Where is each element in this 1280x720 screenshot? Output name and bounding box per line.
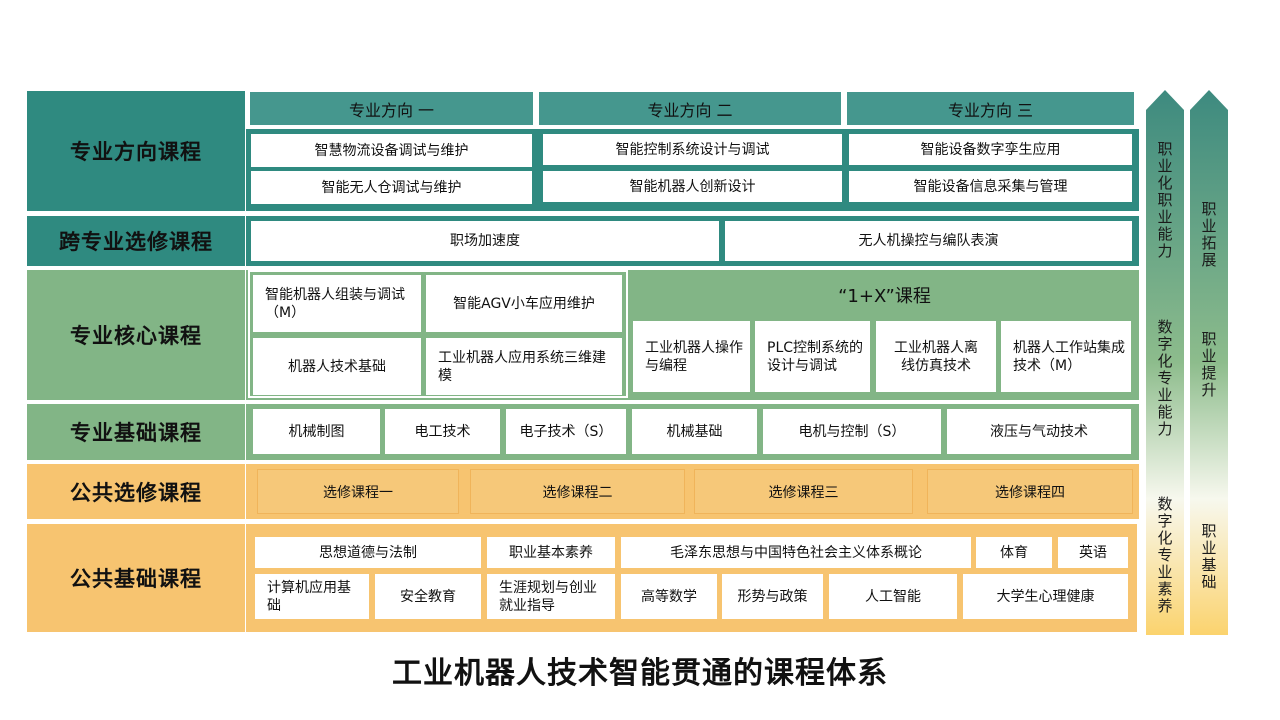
course-box: 高等数学 bbox=[621, 574, 717, 619]
course-box: 智能机器人创新设计 bbox=[543, 171, 842, 202]
progression-arrow-career bbox=[1190, 90, 1228, 635]
arrow2-label-2: 职业提升 bbox=[1199, 331, 1218, 399]
course-box: 工业机器人操作与编程 bbox=[633, 321, 750, 392]
course-box: 职场加速度 bbox=[251, 221, 719, 261]
direction-header-2: 专业方向 二 bbox=[539, 92, 841, 125]
course-box: 电工技术 bbox=[385, 409, 500, 454]
row-label-pub-elective: 公共选修课程 bbox=[27, 464, 245, 519]
row-label-basic: 专业基础课程 bbox=[27, 404, 245, 460]
arrow2-label-3: 职业基础 bbox=[1199, 523, 1218, 591]
arrow2-label-1: 职业拓展 bbox=[1199, 201, 1218, 269]
row-label-direction: 专业方向课程 bbox=[27, 91, 245, 211]
course-box: 智能AGV小车应用维护 bbox=[426, 275, 622, 332]
course-box: 工业机器人应用系统三维建模 bbox=[426, 338, 622, 395]
row-label-core: 专业核心课程 bbox=[27, 270, 245, 400]
course-box: 体育 bbox=[976, 537, 1052, 568]
course-box: 工业机器人离线仿真技术 bbox=[876, 321, 996, 392]
direction-header-3: 专业方向 三 bbox=[847, 92, 1134, 125]
elective-box: 选修课程三 bbox=[694, 469, 913, 514]
course-box: 无人机操控与编队表演 bbox=[725, 221, 1132, 261]
arrow1-label-3: 数字化专业素养 bbox=[1155, 495, 1174, 615]
course-box: 智慧物流设备调试与维护 bbox=[251, 134, 532, 167]
course-box: 安全教育 bbox=[375, 574, 481, 619]
course-box: 毛泽东思想与中国特色社会主义体系概论 bbox=[621, 537, 971, 568]
elective-box: 选修课程四 bbox=[927, 469, 1133, 514]
course-box: 电子技术（S） bbox=[506, 409, 626, 454]
elective-box: 选修课程二 bbox=[470, 469, 685, 514]
course-box: 人工智能 bbox=[829, 574, 957, 619]
course-box: 智能无人仓调试与维护 bbox=[251, 171, 532, 204]
course-box: 电机与控制（S） bbox=[763, 409, 941, 454]
course-box: 生涯规划与创业就业指导 bbox=[487, 574, 615, 619]
course-box: 思想道德与法制 bbox=[255, 537, 481, 568]
direction-header-1: 专业方向 一 bbox=[250, 92, 533, 125]
course-box: 形势与政策 bbox=[722, 574, 823, 619]
elective-box: 选修课程一 bbox=[257, 469, 459, 514]
course-box: 计算机应用基础 bbox=[255, 574, 369, 619]
progression-arrow-skills bbox=[1146, 90, 1184, 635]
course-box: 液压与气动技术 bbox=[947, 409, 1131, 454]
course-box: 英语 bbox=[1058, 537, 1128, 568]
course-box: 机器人工作站集成技术（M） bbox=[1001, 321, 1131, 392]
course-box: 大学生心理健康 bbox=[963, 574, 1128, 619]
arrow1-label-1: 职业化职业能力 bbox=[1155, 140, 1174, 260]
core-left-frame bbox=[248, 270, 628, 398]
row-label-cross: 跨专业选修课程 bbox=[27, 216, 245, 266]
row-label-pub-basic: 公共基础课程 bbox=[27, 524, 245, 632]
arrow1-label-2: 数字化专业能力 bbox=[1155, 318, 1174, 438]
course-box: 智能控制系统设计与调试 bbox=[543, 134, 842, 165]
course-box: 智能机器人组装与调试（M） bbox=[253, 275, 421, 332]
course-box: 机器人技术基础 bbox=[253, 338, 421, 395]
course-box: 智能设备信息采集与管理 bbox=[849, 171, 1132, 202]
course-box: PLC控制系统的设计与调试 bbox=[755, 321, 870, 392]
course-box: 职业基本素养 bbox=[487, 537, 615, 568]
course-box: 机械制图 bbox=[253, 409, 380, 454]
diagram-title: 工业机器人技术智能贯通的课程体系 bbox=[392, 656, 888, 691]
course-box: 机械基础 bbox=[632, 409, 757, 454]
course-box: 智能设备数字孪生应用 bbox=[849, 134, 1132, 165]
x-course-title: “1+X”课程 bbox=[838, 286, 931, 307]
